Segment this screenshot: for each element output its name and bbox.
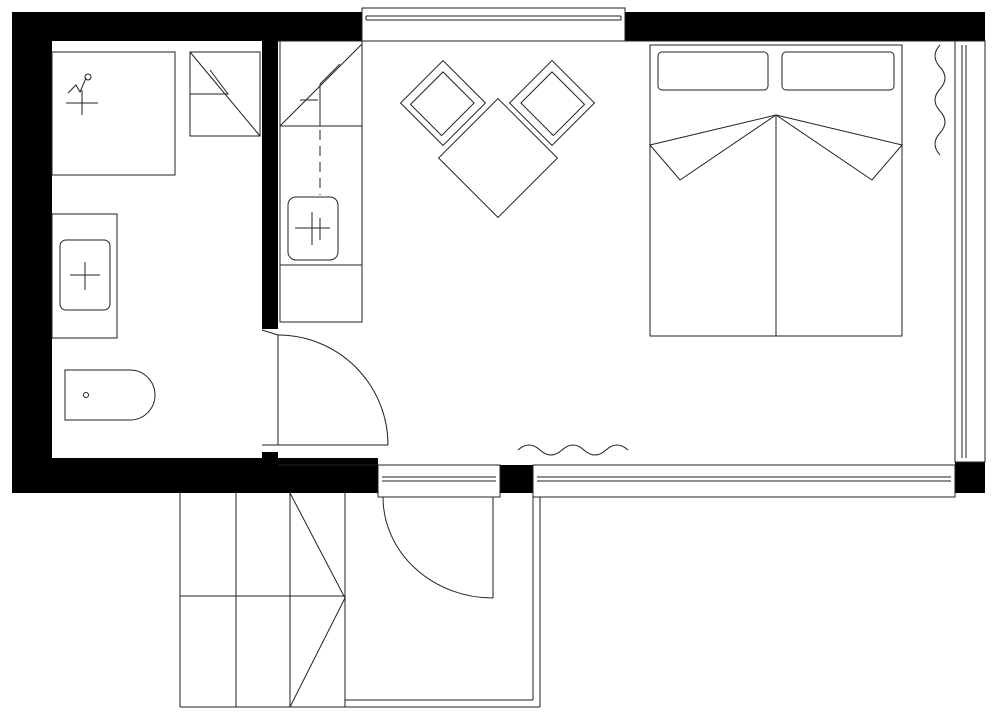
- kitchenette: [279, 40, 363, 323]
- room-outline: [278, 40, 955, 466]
- window-top: [361, 7, 626, 42]
- walls: [12, 12, 985, 493]
- chair-left: [399, 59, 487, 147]
- shower: [51, 51, 176, 176]
- double-bed: [649, 44, 903, 337]
- stairs: [180, 492, 346, 708]
- terrace: [179, 493, 541, 708]
- entrance-door: [382, 496, 494, 599]
- bathroom-door: [261, 329, 389, 446]
- dining-table: [437, 97, 559, 219]
- window-right: [954, 40, 986, 463]
- toilet: [64, 369, 156, 421]
- bathroom-sink: [51, 213, 118, 339]
- curtain-right: [934, 44, 946, 156]
- bathroom-cabinet: [189, 51, 261, 137]
- window-bottom: [377, 464, 956, 498]
- curtain-bottom: [517, 444, 629, 456]
- chair-right: [508, 59, 596, 147]
